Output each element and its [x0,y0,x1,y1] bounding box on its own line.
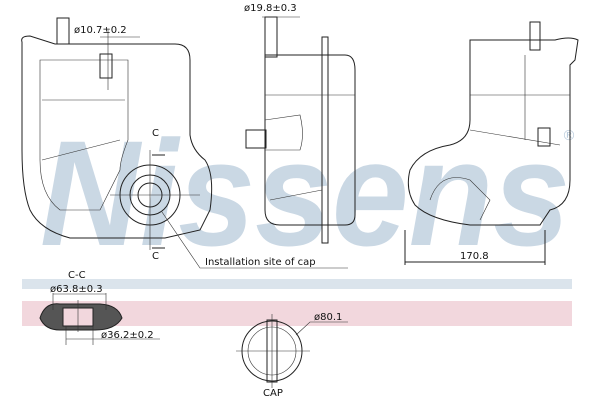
section-c-c [39,293,160,345]
cap-drawing [236,314,348,388]
side-outlet-dimension: ø19.8±0.3 [244,3,297,14]
tank-side-view [245,16,356,244]
cap-site-label: Installation site of cap [205,257,316,268]
left-outlet-dimension: ø10.7±0.2 [74,25,127,36]
cap-diameter-dimension: ø80.1 [314,312,342,323]
registered-mark: ® [562,128,576,144]
tank-front-view [21,17,213,250]
tank-rear-view [404,21,579,265]
cap-label: CAP [263,388,283,399]
section-inner-dimension: ø36.2±0.2 [101,330,154,341]
section-mark-bottom: C [152,251,159,262]
blue-band [22,279,572,289]
section-mark-top: C [152,128,159,139]
section-outer-dimension: ø63.8±0.3 [50,284,103,295]
section-title: C-C [68,270,86,281]
width-dimension: 170.8 [460,251,489,262]
